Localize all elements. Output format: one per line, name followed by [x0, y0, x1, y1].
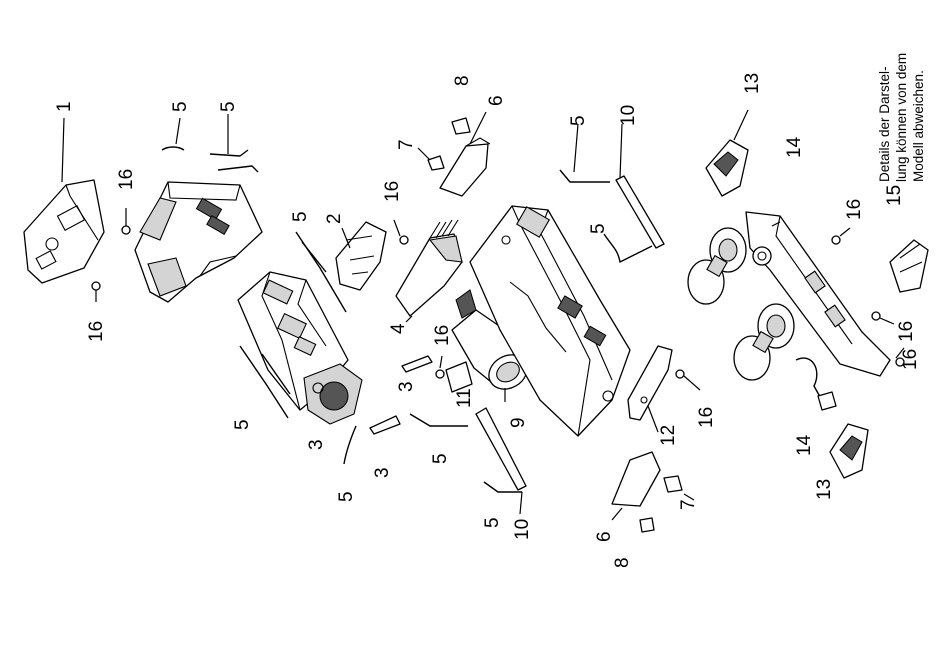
- label-part-7: 7: [678, 499, 699, 510]
- label-part-7: 7: [396, 139, 417, 150]
- label-part-16: 16: [844, 199, 865, 220]
- part-cab-housing: [135, 182, 262, 302]
- disclaimer-note: Details der Darstel- lung können von dem…: [876, 22, 946, 182]
- label-part-3: 3: [396, 381, 417, 392]
- label-part-9: 9: [508, 417, 529, 428]
- disclaimer-line-1: Details der Darstel-: [876, 22, 893, 182]
- part-loco-body: [238, 272, 362, 424]
- label-part-12: 12: [658, 425, 679, 446]
- label-part-5: 5: [290, 211, 311, 222]
- part-contact-plate: [628, 346, 672, 432]
- label-part-5: 5: [482, 517, 503, 528]
- part-housing-cover: [24, 118, 104, 283]
- label-part-5: 5: [588, 223, 609, 234]
- label-part-5: 5: [430, 453, 451, 464]
- label-part-16: 16: [116, 169, 137, 190]
- label-part-16: 16: [696, 407, 717, 428]
- label-part-16: 16: [382, 181, 403, 202]
- label-part-16: 16: [86, 321, 107, 342]
- label-part-14: 14: [794, 434, 815, 456]
- part-circuit-board: [336, 222, 386, 290]
- label-part-3: 3: [306, 439, 327, 450]
- label-part-5: 5: [170, 101, 191, 112]
- label-part-15: 15: [884, 185, 905, 206]
- label-part-16: 16: [432, 325, 453, 346]
- label-part-8: 8: [612, 557, 633, 568]
- label-part-16: 16: [896, 321, 917, 342]
- label-part-13: 13: [742, 73, 763, 94]
- label-part-8: 8: [452, 75, 473, 86]
- label-part-2: 2: [324, 213, 345, 224]
- label-part-5: 5: [232, 419, 253, 430]
- part-bogie-holder-bottom: [612, 452, 660, 520]
- part-motor-clip: [446, 362, 472, 392]
- label-part-16: 16: [900, 349, 921, 370]
- label-part-6: 6: [486, 95, 507, 106]
- label-part-5: 5: [336, 491, 357, 502]
- label-part-4: 4: [388, 323, 409, 334]
- label-part-10: 10: [512, 519, 533, 540]
- part-chassis: [470, 206, 630, 436]
- label-part-6: 6: [594, 531, 615, 542]
- disclaimer-line-2: lung können von dem: [893, 22, 910, 182]
- label-part-1: 1: [54, 101, 75, 112]
- label-part-10: 10: [618, 105, 639, 126]
- disclaimer-line-3: Modell abweichen.: [910, 22, 927, 182]
- label-part-14: 14: [784, 136, 805, 158]
- label-part-11: 11: [454, 388, 475, 408]
- part-decoder-board: [396, 220, 462, 322]
- label-part-5: 5: [218, 101, 239, 112]
- label-part-3: 3: [372, 467, 393, 478]
- label-part-13: 13: [814, 479, 835, 500]
- label-part-5: 5: [568, 115, 589, 126]
